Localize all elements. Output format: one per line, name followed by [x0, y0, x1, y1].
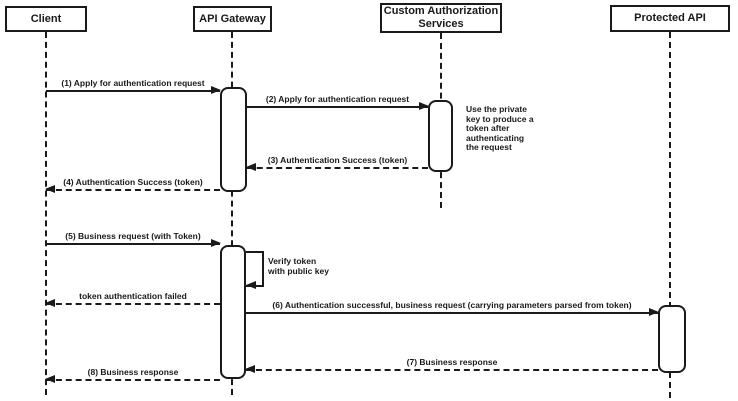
message-7-label: (7) Business response [406, 357, 498, 367]
message-6-line [246, 312, 658, 314]
activation-custom-authorization-services [428, 100, 453, 172]
participant-api-gateway-label: API Gateway [199, 12, 266, 25]
message-6-label: (6) Authentication successful, business … [272, 300, 632, 310]
note-private-key: Use the private key to produce a token a… [466, 104, 534, 153]
message-3-line [247, 167, 428, 169]
arrowhead-right-icon [211, 239, 221, 247]
message-token-auth-failed-label: token authentication failed [79, 291, 187, 301]
message-5-line [46, 243, 220, 245]
message-8-line [46, 379, 220, 381]
activation-api-gateway-1 [220, 87, 247, 192]
activation-protected-api [658, 305, 686, 373]
message-1-line [46, 90, 220, 92]
participant-custom-authorization-services-label: Custom Authorization Services [383, 5, 499, 30]
participant-protected-api: Protected API [610, 5, 730, 32]
participant-client-label: Client [30, 12, 62, 25]
participant-custom-authorization-services: Custom Authorization Services [380, 3, 502, 33]
arrowhead-left-icon [246, 163, 256, 171]
participant-api-gateway: API Gateway [193, 6, 272, 32]
arrowhead-right-icon [419, 102, 429, 110]
lifeline-api-gateway [231, 32, 233, 395]
message-7-line [246, 369, 658, 371]
activation-api-gateway-2 [220, 245, 246, 379]
arrowhead-left-icon [45, 299, 55, 307]
arrowhead-right-icon [211, 86, 221, 94]
arrowhead-left-icon [245, 365, 255, 373]
arrowhead-left-icon [45, 375, 55, 383]
arrowhead-left-icon [45, 185, 55, 193]
message-1-label: (1) Apply for authentication request [61, 78, 205, 88]
message-token-auth-failed-line [46, 303, 220, 305]
self-message-verify-token-label: Verify token with public key [268, 256, 329, 276]
participant-protected-api-label: Protected API [634, 12, 706, 25]
lifeline-protected-api [669, 32, 671, 398]
message-8-label: (8) Business response [87, 367, 179, 377]
arrowhead-right-icon [649, 308, 659, 316]
message-5-label: (5) Business request (with Token) [65, 231, 201, 241]
message-2-line [247, 106, 428, 108]
message-4-line [46, 189, 220, 191]
lifeline-client [45, 32, 47, 395]
message-2-label: (2) Apply for authentication request [265, 94, 410, 104]
message-3-label: (3) Authentication Success (token) [267, 155, 408, 165]
participant-client: Client [5, 6, 87, 32]
message-4-label: (4) Authentication Success (token) [63, 177, 203, 187]
arrowhead-left-icon [246, 281, 256, 289]
